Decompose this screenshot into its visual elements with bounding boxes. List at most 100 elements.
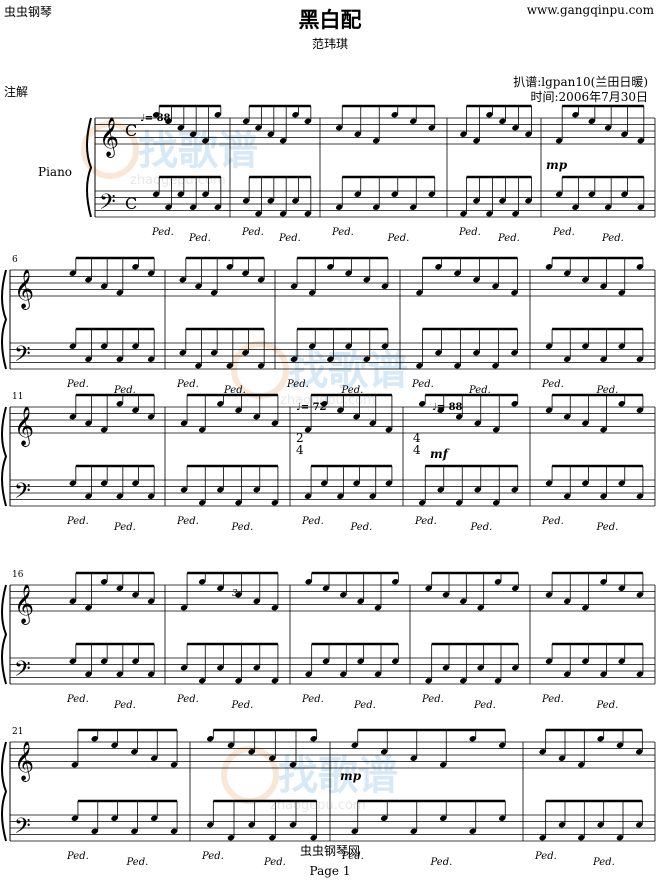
treble-note — [372, 138, 380, 144]
treble-note — [217, 401, 224, 407]
treble-note — [410, 755, 418, 761]
bass-note — [374, 671, 382, 677]
transcriber-info: 扒谱:lgpan10(兰田日暖) 时间:2006年7月30日 — [513, 75, 648, 105]
treble-clef-icon: 𝄞 — [14, 741, 34, 782]
treble-note — [357, 598, 364, 604]
bass-note — [618, 658, 626, 664]
pedal-mark: Ped. — [552, 227, 575, 238]
treble-note — [335, 125, 343, 131]
treble-note — [327, 264, 334, 270]
bass-note — [179, 350, 187, 356]
treble-note — [498, 742, 506, 748]
bass-note — [442, 665, 450, 671]
treble-note — [437, 407, 445, 413]
bass-note — [85, 356, 92, 362]
treble-note — [499, 118, 506, 124]
bass-note — [469, 828, 477, 834]
bass-note — [165, 204, 172, 210]
bass-note — [210, 350, 218, 356]
treble-note — [563, 270, 571, 276]
bass-note — [499, 198, 506, 204]
treble-note — [460, 598, 467, 604]
pedal-mark: Ped. — [414, 516, 437, 527]
treble-note — [337, 407, 344, 413]
treble-note — [512, 125, 519, 131]
pedal-mark: Ped. — [66, 379, 89, 390]
bass-note — [563, 356, 571, 362]
bass-note — [439, 815, 447, 821]
bass-note — [582, 343, 589, 349]
pedal-mark: Ped. — [468, 385, 491, 396]
bass-note — [425, 678, 432, 684]
treble-note — [636, 264, 644, 270]
pedal-mark: Ped. — [231, 700, 254, 711]
treble-note — [618, 401, 626, 407]
bass-note — [618, 480, 626, 486]
treble-note — [409, 118, 417, 124]
treble-note — [147, 414, 155, 420]
bass-note — [214, 204, 222, 210]
pedal-mark: Ped. — [387, 233, 410, 244]
bass-note — [71, 815, 79, 821]
watermark-text: 找歌谱 — [278, 753, 398, 799]
bass-note — [292, 198, 299, 204]
treble-note — [235, 592, 242, 598]
pedal-mark: Ped. — [223, 385, 246, 396]
bass-note — [132, 658, 139, 664]
tempo-mark: ♩= 88 — [432, 402, 463, 413]
bass-note — [269, 835, 276, 841]
treble-note — [563, 414, 571, 420]
treble-note — [189, 131, 197, 137]
bass-note — [100, 343, 108, 349]
bass-note — [473, 198, 480, 204]
bass-note — [147, 671, 155, 677]
bass-note — [539, 835, 546, 841]
watermark-url: zhaogepu.com — [280, 393, 376, 408]
pedal-mark: Ped. — [596, 522, 619, 533]
bass-note — [636, 822, 643, 828]
bass-note — [363, 356, 371, 362]
treble-clef-icon: 𝄞 — [14, 406, 34, 447]
bass-note — [600, 671, 607, 677]
bass-note — [473, 350, 480, 356]
bass-note — [385, 480, 393, 486]
treble-note — [91, 736, 99, 742]
treble-note — [217, 585, 224, 591]
bass-note — [271, 500, 279, 506]
treble-note — [289, 762, 297, 768]
bass-note — [428, 191, 436, 197]
pedal-mark: Ped. — [176, 516, 199, 527]
bass-note — [621, 191, 628, 197]
treble-note — [100, 283, 108, 289]
bass-note — [380, 815, 388, 821]
treble-note — [597, 736, 604, 742]
bass-note — [511, 487, 519, 493]
treble-note — [179, 277, 187, 283]
bass-note — [132, 343, 139, 349]
bass-note — [437, 487, 445, 493]
treble-note — [477, 605, 484, 611]
watermark-text: 找歌谱 — [138, 128, 258, 174]
treble-note — [242, 270, 249, 276]
bass-note — [189, 204, 197, 210]
bass-note — [131, 828, 138, 834]
treble-note — [435, 264, 442, 270]
treble-note — [253, 598, 261, 604]
treble-note — [253, 414, 261, 420]
bass-note — [253, 665, 261, 671]
pedal-mark: Ped. — [601, 233, 624, 244]
treble-note — [425, 585, 432, 591]
bass-note — [460, 211, 467, 217]
treble-note — [578, 762, 585, 768]
treble-note — [600, 283, 607, 289]
pedal-mark: Ped. — [421, 694, 444, 705]
treble-note — [165, 118, 172, 124]
treble-note — [636, 592, 644, 598]
bass-note — [454, 363, 461, 369]
bass-note — [337, 493, 344, 499]
bass-note — [147, 493, 155, 499]
bass-note — [618, 343, 626, 349]
treble-note — [492, 283, 499, 289]
composer: 范玮琪 — [311, 37, 348, 51]
bass-note — [85, 493, 92, 499]
